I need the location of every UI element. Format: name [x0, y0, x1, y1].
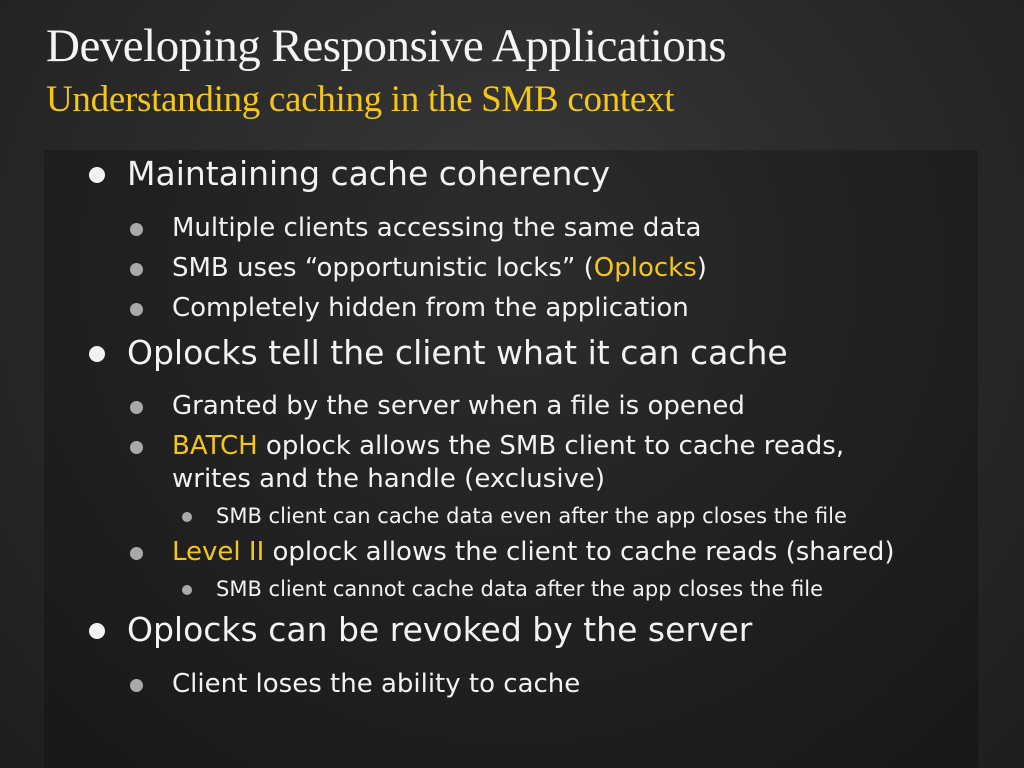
sub-sub-bullet-dot-icon: [182, 512, 192, 522]
bullet-text: Client loses the ability to cache: [172, 669, 581, 699]
bullet-text: SMB uses “opportunistic locks” (: [172, 253, 594, 283]
bullet-dot-icon: [89, 623, 105, 639]
sub-bullet-smb-oplocks: SMB uses “opportunistic locks” (Oplocks): [130, 252, 707, 285]
highlight-batch: BATCH: [172, 431, 258, 461]
bullet-maintaining-cache-coherency: Maintaining cache coherency: [89, 154, 611, 194]
highlight-oplocks: Oplocks: [593, 253, 697, 283]
bullet-text: Granted by the server when a file is ope…: [172, 391, 745, 421]
slide-subtitle: Understanding caching in the SMB context: [46, 79, 675, 120]
highlight-level-ii: Level II: [172, 537, 265, 567]
bullet-text: oplock allows the SMB client to cache re…: [257, 431, 845, 461]
sub-bullet-dot-icon: [130, 679, 143, 692]
sub-bullet-level-ii-oplock: Level II oplock allows the client to cac…: [130, 536, 895, 569]
sub-bullet-multiple-clients: Multiple clients accessing the same data: [130, 212, 702, 245]
bullet-oplocks-tell-client: Oplocks tell the client what it can cach…: [89, 333, 788, 373]
sub-bullet-granted-by-server: Granted by the server when a file is ope…: [130, 390, 745, 423]
bullet-text: oplock allows the client to cache reads …: [264, 537, 895, 567]
sub-sub-bullet-dot-icon: [182, 585, 192, 595]
sub-bullet-dot-icon: [130, 263, 143, 276]
sub-bullet-hidden-from-app: Completely hidden from the application: [130, 292, 689, 325]
bullet-oplocks-revoked: Oplocks can be revoked by the server: [89, 610, 753, 650]
bullet-text: SMB client cannot cache data after the a…: [216, 577, 824, 601]
bullet-text: SMB client can cache data even after the…: [216, 504, 847, 528]
slide-title: Developing Responsive Applications: [46, 20, 727, 72]
bullet-dot-icon: [89, 346, 105, 362]
sub-bullet-dot-icon: [130, 547, 143, 560]
content-panel: [44, 150, 978, 768]
bullet-text-suffix: ): [696, 253, 707, 283]
bullet-dot-icon: [89, 167, 105, 183]
bullet-text: Oplocks tell the client what it can cach…: [127, 333, 788, 372]
bullet-text: Completely hidden from the application: [172, 293, 689, 323]
bullet-text: Maintaining cache coherency: [127, 154, 611, 193]
bullet-text: Multiple clients accessing the same data: [172, 213, 702, 243]
sub-bullet-dot-icon: [130, 303, 143, 316]
sub-bullet-client-loses-cache: Client loses the ability to cache: [130, 668, 581, 701]
bullet-text: Oplocks can be revoked by the server: [127, 610, 753, 649]
bullet-text-continued: writes and the handle (exclusive): [172, 464, 606, 494]
sub-bullet-batch-oplock: BATCH oplock allows the SMB client to ca…: [130, 430, 845, 496]
sub-sub-bullet-batch-detail: SMB client can cache data even after the…: [182, 503, 847, 529]
sub-sub-bullet-level-ii-detail: SMB client cannot cache data after the a…: [182, 576, 824, 602]
sub-bullet-dot-icon: [130, 441, 143, 454]
sub-bullet-dot-icon: [130, 401, 143, 414]
sub-bullet-dot-icon: [130, 223, 143, 236]
